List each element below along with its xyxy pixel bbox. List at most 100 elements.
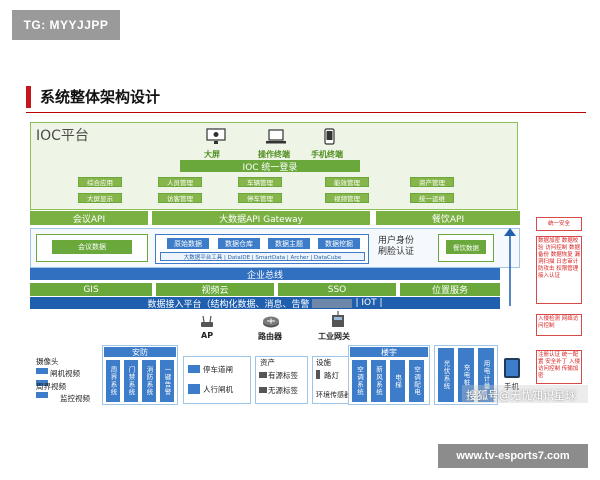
device-label-big-screen: 大屏	[204, 150, 220, 159]
building-item: 空调系统	[352, 360, 367, 402]
operator-terminal-device	[265, 128, 287, 150]
module-box: 统一运维	[410, 193, 454, 203]
bigdata-tools-line: 大数据平台工具 | DataIDE | SmartData | Archer |…	[160, 252, 365, 261]
module-box: 资产管理	[410, 177, 454, 187]
phone-icon	[324, 128, 335, 145]
laptop-icon	[266, 129, 286, 144]
module-box: 访客管理	[158, 193, 202, 203]
camera-item: 周界视频	[36, 382, 66, 391]
module-box: 大屏显示	[78, 193, 122, 203]
module-box: 能效管理	[325, 177, 369, 187]
gateway-device	[330, 311, 346, 333]
auth-line-2: 刷脸认证	[378, 247, 415, 257]
wifi-ap-icon	[201, 315, 213, 327]
security-item: 门禁系统	[124, 360, 138, 402]
camera-icon-group	[34, 364, 54, 408]
data-cell: 数据仓库	[218, 238, 260, 249]
module-box: 停车管理	[238, 193, 282, 203]
big-screen-device	[205, 128, 227, 150]
security-item: 消防系统	[142, 360, 156, 402]
ap-device	[199, 313, 215, 333]
gateway-label: 工业网关	[318, 332, 350, 341]
phone-label: 手机	[504, 382, 519, 391]
auth-text: 用户身份 刷脸认证	[378, 236, 414, 258]
person-icon	[188, 384, 200, 394]
service-gis: GIS	[30, 283, 152, 296]
security-title: 安防	[104, 347, 176, 357]
service-video-cloud: 视频云	[156, 283, 274, 296]
phone-device-icon	[504, 358, 520, 378]
service-sso: SSO	[278, 283, 396, 296]
url-tag: www.tv-esports7.com	[438, 444, 588, 468]
mobile-terminal-device	[318, 128, 340, 150]
module-box: 人员管理	[158, 177, 202, 187]
router-device	[262, 314, 280, 333]
monitor-icon	[206, 128, 226, 144]
side-note-data: 数据加密 数据校验 访问控制 数据备份 数据恢复 漏洞扫描 日志审计 防攻击 权…	[536, 236, 582, 304]
energy-item: 充电桩	[458, 348, 474, 402]
tag-icon	[259, 372, 267, 378]
router-label: 路由器	[258, 332, 282, 341]
ap-label: AP	[201, 331, 214, 340]
meeting-data-box: 会议数据	[52, 240, 132, 254]
redacted-block	[312, 298, 353, 308]
module-box: 视频管理	[325, 193, 369, 203]
tag-icon	[259, 387, 267, 393]
title-divider	[26, 112, 586, 113]
building-title: 楼宇	[350, 347, 428, 357]
page-title: 系统整体架构设计	[40, 88, 161, 106]
security-item: 一键告警	[160, 360, 174, 402]
camera-item: 闸机视频	[50, 369, 80, 378]
meeting-api: 会议API	[30, 211, 148, 225]
catering-api: 餐饮API	[376, 211, 520, 225]
parking-frame	[183, 356, 251, 404]
access-suffix: | IOT |	[355, 298, 383, 308]
watermark-text: 搜狐号@无忧知识星球	[466, 389, 576, 402]
facilities-title: 设施	[316, 358, 331, 367]
data-access-platform: 数据接入平台（结构化数据、消息、告警 | IOT |	[30, 297, 500, 310]
building-item: 新风系统	[371, 360, 386, 402]
watermark-backdrop	[462, 385, 588, 403]
ioc-unified-login: IOC 统一登录	[180, 160, 360, 173]
data-cell: 数据主题	[268, 238, 310, 249]
arrow-up-icon	[504, 228, 516, 306]
assets-item: 有源标签	[268, 371, 298, 380]
gateway-icon	[332, 311, 344, 327]
assets-title: 资产	[260, 358, 275, 367]
data-cell: 原始数据	[167, 238, 209, 249]
building-item: 空调配电	[409, 360, 424, 402]
parking-item: 人行闸机	[203, 385, 233, 394]
service-location: 位置服务	[400, 283, 500, 296]
assets-frame	[255, 356, 308, 404]
bigdata-api-gateway: 大数据API Gateway	[152, 211, 370, 225]
building-item: 电梯	[390, 360, 405, 402]
up-arrow	[503, 228, 517, 310]
enterprise-bus: 企业总线	[30, 268, 500, 281]
device-label-mobile: 手机终端	[311, 150, 343, 159]
facilities-item: 环境传感器	[316, 391, 351, 399]
side-note-security: 统一安全	[536, 217, 582, 231]
camera-icon	[36, 368, 48, 398]
auth-line-1: 用户身份	[378, 236, 415, 246]
parking-item: 停车道闸	[203, 365, 233, 374]
camera-title: 摄像头	[36, 357, 59, 366]
energy-item: 用电计量	[478, 348, 494, 402]
module-box: 综合应用	[78, 177, 122, 187]
catering-data-box: 餐饮数据	[446, 240, 486, 254]
router-icon	[263, 316, 279, 328]
data-cell: 数据挖掘	[318, 238, 360, 249]
module-box: 车辆管理	[238, 177, 282, 187]
side-note-terminal: 注册认证 统一配置 安全补丁 入侵访问控制 传输加密	[536, 350, 582, 384]
facilities-item: 路灯	[324, 371, 339, 380]
side-note-network: 入侵检测 网络访问控制	[536, 314, 582, 336]
corner-tag: TG: MYYJJPP	[12, 10, 120, 40]
title-accent-bar	[26, 86, 31, 108]
ioc-platform-title: IOC平台	[36, 128, 89, 144]
energy-item: 光伏系统	[438, 348, 454, 402]
car-icon	[188, 365, 200, 373]
device-label-terminal: 操作终端	[258, 150, 290, 159]
camera-item: 监控视频	[60, 394, 90, 403]
security-item: 周界系统	[106, 360, 120, 402]
assets-item: 无源标签	[268, 386, 298, 395]
streetlight-icon	[316, 370, 320, 379]
